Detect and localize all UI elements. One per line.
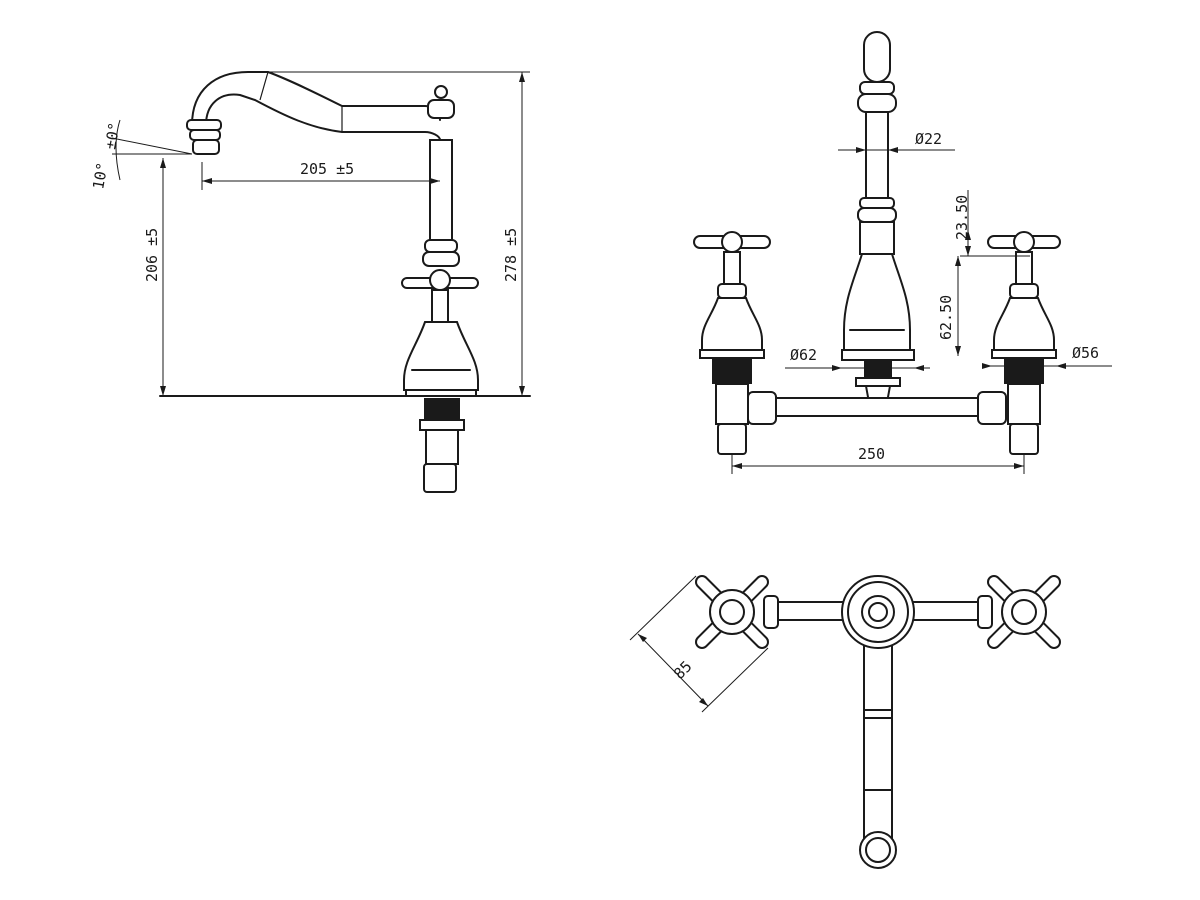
side-base-plate: [405, 389, 477, 397]
front-right-valve: [1007, 383, 1041, 425]
handle-span-ext-1: [629, 575, 697, 641]
front-column: [865, 111, 889, 199]
side-base-dia-label: Ø56: [1072, 344, 1099, 362]
side-column-ring-2: [422, 251, 460, 267]
side-nozzle-ring-2: [189, 129, 221, 141]
front-left-handle-hub: [721, 231, 743, 253]
handle-height-label: 23.50: [953, 195, 971, 240]
top-right-cross-handle: [977, 575, 1061, 649]
front-column-ring-2: [857, 207, 897, 223]
side-shank: [425, 429, 459, 465]
front-spout-ring-1: [859, 81, 895, 95]
angle-label: 10°: [89, 161, 111, 191]
spout-dia-label: Ø22: [915, 130, 942, 148]
front-connecting-pipe: [775, 397, 981, 417]
front-left-valve: [715, 383, 749, 425]
side-bell-body: [403, 321, 479, 391]
side-view: ±0° 10° 205 ±5 206 ±5 278 ±5: [89, 71, 531, 493]
front-right-collar: [1009, 283, 1039, 299]
side-nozzle-ring-1: [186, 119, 222, 131]
spout-seam-1: [259, 71, 269, 101]
spout-height-label: 206 ±5: [143, 228, 161, 282]
top-left-cross-handle: [695, 575, 779, 649]
side-spout-outline: [191, 71, 441, 141]
side-top-cap: [427, 99, 455, 119]
top-left-union: [763, 595, 779, 629]
side-handle-hub: [429, 269, 451, 291]
center-base-dia-label: Ø62: [790, 346, 817, 364]
handle-span-ext-2: [701, 647, 769, 713]
front-centre-nut: [855, 377, 901, 387]
top-pipe-left: [771, 601, 845, 621]
top-spout: [863, 623, 893, 839]
angle-arc: [115, 119, 121, 181]
front-view: Ø22 23.50 62.50 Ø62 Ø56 250: [693, 31, 1112, 474]
top-right-union: [977, 595, 993, 629]
handle-height-arrows: [965, 230, 971, 256]
front-spout-ring-2: [857, 93, 897, 113]
front-left-connector: [717, 423, 747, 455]
front-spout-tip: [863, 31, 891, 83]
front-left-base: [699, 349, 765, 359]
front-right-handle-stem: [1015, 251, 1033, 285]
center-distance-label: 250: [858, 445, 885, 463]
side-top-knob: [434, 85, 448, 99]
reach-label: 205 ±5: [300, 160, 354, 178]
angle-ref-line: [111, 137, 193, 155]
top-right-handle-hub: [1011, 599, 1037, 625]
side-nut: [419, 419, 465, 431]
side-connector: [423, 463, 457, 493]
side-column-ring-1: [424, 239, 458, 253]
top-view: 85: [629, 575, 1061, 869]
front-left-thread: [712, 358, 752, 384]
front-left-union: [747, 391, 777, 425]
top-pipe-right: [911, 601, 985, 621]
front-left-body: [701, 297, 763, 351]
angle-tolerance-label: ±0°: [101, 121, 123, 151]
front-right-thread: [1004, 358, 1044, 384]
front-right-connector: [1009, 423, 1039, 455]
front-column-ring-1: [859, 197, 895, 209]
front-base-plate: [841, 349, 915, 361]
front-left-handle-stem: [723, 251, 741, 285]
side-column: [429, 139, 453, 241]
body-height-arrows: [955, 256, 961, 356]
side-thread: [424, 398, 460, 420]
overall-height-label: 278 ±5: [502, 228, 520, 282]
front-left-collar: [717, 283, 747, 299]
front-centre-thread: [864, 360, 892, 378]
front-column-neck: [859, 221, 895, 255]
top-nozzle-inner: [865, 837, 891, 863]
handle-span-label: 85: [670, 657, 696, 683]
spout-dia-arrows: [856, 147, 898, 153]
body-height-label: 62.50: [937, 295, 955, 340]
front-body: [843, 253, 911, 351]
top-center-cap: [868, 602, 888, 622]
top-left-handle-hub: [719, 599, 745, 625]
handle-span-dim-line: [637, 633, 709, 707]
side-nozzle-tip: [192, 139, 220, 155]
front-right-handle-hub: [1013, 231, 1035, 253]
front-right-base: [991, 349, 1057, 359]
front-right-body: [993, 297, 1055, 351]
front-right-union: [977, 391, 1007, 425]
side-handle-stem: [431, 289, 449, 323]
